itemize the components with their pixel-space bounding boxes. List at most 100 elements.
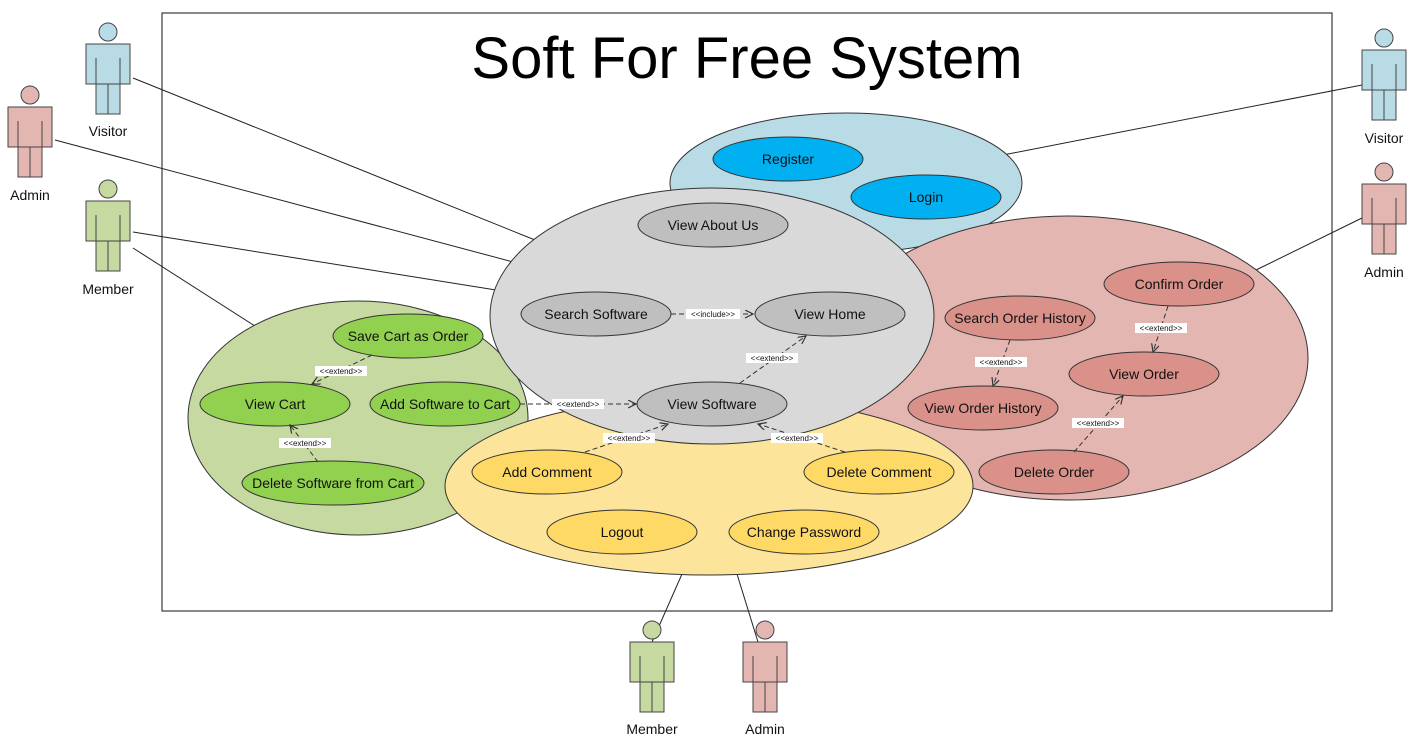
actor-body xyxy=(742,641,788,683)
association-member-left-common xyxy=(132,231,497,291)
label-delete-software-from-cart: Delete Software from Cart xyxy=(252,475,414,491)
label-register: Register xyxy=(762,151,814,167)
label-view-about-us: View About Us xyxy=(668,217,759,233)
label-delete-comment: Delete Comment xyxy=(826,464,931,480)
use-case-save-cart-as-order[interactable] xyxy=(332,313,484,359)
actor-label-member-bottom: Member xyxy=(626,721,678,737)
use-case-view-order[interactable] xyxy=(1068,351,1220,397)
actor-visitor-right xyxy=(1361,28,1407,121)
stereotype-extend-order-history: <<extend>> xyxy=(980,358,1023,367)
actor-head xyxy=(20,85,40,105)
actor-label-member-left: Member xyxy=(82,281,134,297)
actor-body xyxy=(85,43,131,85)
use-case-view-order-history[interactable] xyxy=(907,385,1059,431)
use-case-login[interactable] xyxy=(850,174,1002,220)
extend-arrow-delete-order xyxy=(1073,396,1123,453)
label-view-order-history: View Order History xyxy=(924,400,1041,416)
actor-leg-right xyxy=(651,681,665,713)
association-visitor-right xyxy=(1002,84,1363,156)
use-case-delete-order[interactable] xyxy=(978,449,1130,495)
actor-leg-right xyxy=(1383,89,1397,121)
use-case-confirm-order[interactable] xyxy=(1103,261,1255,307)
actor-admin-bottom xyxy=(742,620,788,713)
use-case-change-password[interactable] xyxy=(728,509,880,555)
association-admin-bottom xyxy=(736,573,759,643)
stereotype-extend-save-cart: <<extend>> xyxy=(320,367,363,376)
actor-leg-left xyxy=(1371,89,1385,121)
diagram-title: Soft For Free System xyxy=(471,26,1022,91)
use-cases xyxy=(199,136,1255,555)
extend-arrow-delete-comment xyxy=(758,424,846,453)
actor-leg-left xyxy=(17,146,31,178)
actor-member-bottom xyxy=(629,620,675,713)
use-case-logout[interactable] xyxy=(546,509,698,555)
stereotype-include-search-home: <<include>> xyxy=(691,310,735,319)
label-search-order-history: Search Order History xyxy=(954,310,1085,326)
stereotype-extend-delete-order: <<extend>> xyxy=(1077,419,1120,428)
actor-leg-left xyxy=(752,681,766,713)
association-admin-right xyxy=(1255,217,1363,271)
actor-member-left xyxy=(85,179,131,272)
actor-leg-right xyxy=(1383,223,1397,255)
use-case-labels: Register Login View About Us Search Soft… xyxy=(245,151,1224,540)
actor-leg-right xyxy=(764,681,778,713)
label-change-password: Change Password xyxy=(747,524,861,540)
label-add-software-to-cart: Add Software to Cart xyxy=(380,396,510,412)
use-case-add-comment[interactable] xyxy=(471,449,623,495)
use-case-delete-software-from-cart[interactable] xyxy=(241,460,425,506)
actor-label-visitor-right: Visitor xyxy=(1365,130,1404,146)
use-case-view-cart[interactable] xyxy=(199,381,351,427)
label-confirm-order: Confirm Order xyxy=(1135,276,1224,292)
label-save-cart-as-order: Save Cart as Order xyxy=(348,328,469,344)
actor-leg-left xyxy=(1371,223,1385,255)
label-add-comment: Add Comment xyxy=(502,464,592,480)
actor-leg-right xyxy=(107,83,121,115)
actor-head xyxy=(642,620,662,640)
actor-leg-right xyxy=(107,240,121,272)
stereotype-labels: <<include>> <<extend>> <<extend>> <<exte… xyxy=(279,309,1187,448)
actor-visitor-left xyxy=(85,22,131,115)
use-case-view-about-us[interactable] xyxy=(637,202,789,248)
actor-admin-right xyxy=(1361,162,1407,255)
actor-leg-left xyxy=(95,240,109,272)
use-case-register[interactable] xyxy=(712,136,864,182)
actor-head xyxy=(98,179,118,199)
use-case-search-order-history[interactable] xyxy=(944,295,1096,341)
association-admin-left xyxy=(54,139,518,264)
actor-admin-left xyxy=(7,85,53,178)
actor-head xyxy=(755,620,775,640)
stereotype-extend-confirm-order: <<extend>> xyxy=(1140,324,1183,333)
actor-body xyxy=(85,200,131,242)
stereotype-extend-delete-cart: <<extend>> xyxy=(284,439,327,448)
association-visitor-left xyxy=(132,77,536,241)
use-case-view-home[interactable] xyxy=(754,291,906,337)
stereotype-extend-delete-comment: <<extend>> xyxy=(776,434,819,443)
actor-head xyxy=(1374,162,1394,182)
actor-body xyxy=(629,641,675,683)
actor-leg-right xyxy=(29,146,43,178)
label-view-cart: View Cart xyxy=(245,396,306,412)
stereotype-extend-add-to-cart: <<extend>> xyxy=(557,400,600,409)
association-member-left-cart xyxy=(132,247,259,329)
actor-label-admin-left: Admin xyxy=(10,187,50,203)
actor-head xyxy=(98,22,118,42)
actor-body xyxy=(1361,49,1407,91)
stereotype-extend-software-home: <<extend>> xyxy=(751,354,794,363)
use-case-delete-comment[interactable] xyxy=(803,449,955,495)
actor-label-admin-right: Admin xyxy=(1364,264,1404,280)
label-login: Login xyxy=(909,189,943,205)
label-view-software: View Software xyxy=(667,396,756,412)
actor-head xyxy=(1374,28,1394,48)
actor-label-admin-bottom: Admin xyxy=(745,721,785,737)
actor-body xyxy=(7,106,53,148)
label-search-software: Search Software xyxy=(544,306,648,322)
label-view-home: View Home xyxy=(794,306,866,322)
label-delete-order: Delete Order xyxy=(1014,464,1094,480)
actor-body xyxy=(1361,183,1407,225)
actor-label-visitor-left: Visitor xyxy=(89,123,128,139)
label-view-order: View Order xyxy=(1109,366,1179,382)
stereotype-extend-add-comment: <<extend>> xyxy=(608,434,651,443)
actor-leg-left xyxy=(639,681,653,713)
actor-leg-left xyxy=(95,83,109,115)
